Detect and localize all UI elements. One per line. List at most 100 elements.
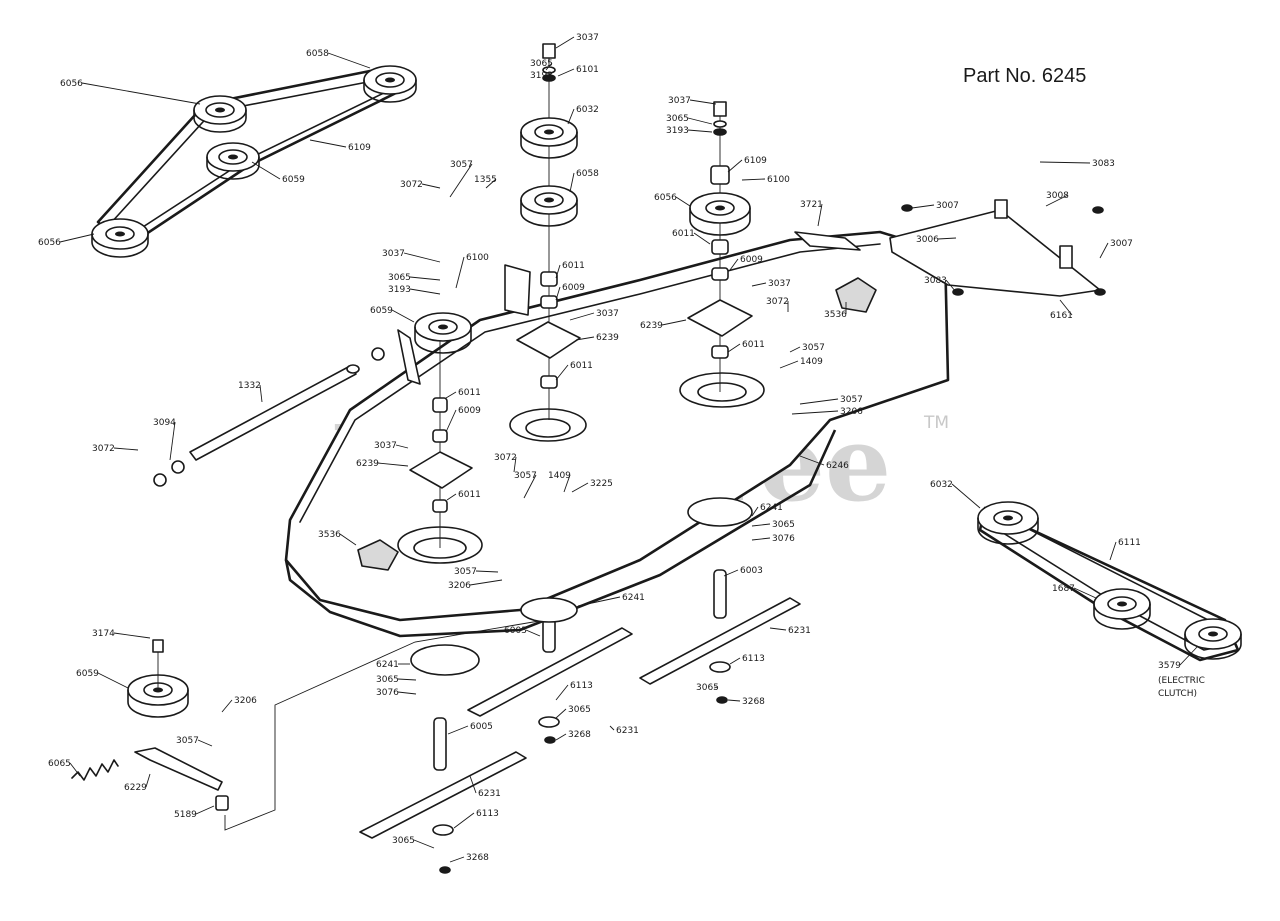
callout-6056: 6056 [38, 238, 61, 248]
callout-6005: 6005 [470, 722, 493, 732]
callout-3065: 3065 [388, 273, 411, 283]
callout-leader [937, 237, 957, 240]
callout-3006: 3006 [916, 235, 939, 245]
callout-3094: 3094 [153, 418, 176, 428]
callout-6231: 6231 [616, 726, 639, 736]
callout-3536: 3536 [318, 530, 341, 540]
callout-6058: 6058 [576, 169, 599, 179]
callout-6100: 6100 [466, 253, 489, 263]
deck-housing-6246 [284, 230, 950, 638]
callout-leader [713, 686, 719, 689]
callout-leader [409, 276, 441, 281]
callout-6239: 6239 [596, 333, 619, 343]
callout-leader [251, 161, 281, 180]
callout-3037: 3037 [382, 249, 405, 259]
callout-leader [1045, 194, 1069, 207]
callout-leader [577, 596, 621, 607]
callout-3065: 3065 [696, 683, 719, 693]
callout-3083: 3083 [924, 276, 947, 286]
callout-leader [403, 252, 441, 263]
callout-leader [221, 699, 233, 713]
callout-leader [555, 364, 569, 381]
callout-leader [1059, 299, 1073, 316]
decal-3536-left [357, 539, 399, 571]
callout-6241: 6241 [622, 593, 645, 603]
blade-6231-right [639, 597, 801, 685]
bearing-housing-6239-right [687, 299, 753, 337]
callout-leader [81, 82, 201, 105]
callout-leader [59, 233, 95, 243]
pulley-6032 [520, 117, 578, 159]
callout-leader [145, 773, 151, 788]
callout-6009: 6009 [458, 406, 481, 416]
watermark-trademark: TM [923, 413, 949, 433]
callout-leader [693, 232, 711, 245]
callout-6113: 6113 [476, 809, 499, 819]
center-spindle-stack [516, 43, 581, 420]
callout-leader [397, 691, 417, 695]
pulley-6032-clutch [977, 501, 1039, 545]
callout-leader [377, 462, 409, 467]
callout-leader [789, 346, 801, 353]
callout-6113: 6113 [570, 681, 593, 691]
callout-leader [751, 506, 759, 517]
callout-leader [911, 204, 935, 209]
spring-6065 [71, 759, 119, 781]
pulley-6059-mid [206, 142, 260, 180]
callout-3225: 3225 [590, 479, 613, 489]
callout-leader [723, 569, 739, 577]
electric-clutch-note: (ELECTRIC [1158, 676, 1205, 686]
callout-6231: 6231 [478, 789, 501, 799]
callout-leader [409, 288, 441, 295]
callout-1355: 1355 [474, 175, 497, 185]
callout-6059: 6059 [370, 306, 393, 316]
electric-clutch-note: CLUTCH) [1158, 689, 1197, 699]
callout-leader [421, 183, 441, 189]
callout-6231: 6231 [788, 626, 811, 636]
callout-leader [446, 493, 457, 501]
callout-leader [569, 312, 595, 321]
callout-labels: 3037306531936101603260586011600930376239… [38, 33, 1205, 863]
callout-leader [449, 856, 465, 863]
callout-1409: 1409 [548, 471, 571, 481]
callout-6229: 6229 [124, 783, 147, 793]
callout-leader [567, 108, 575, 125]
callout-6100: 6100 [767, 175, 790, 185]
callout-3065: 3065 [772, 520, 795, 530]
callout-6111: 6111 [1118, 538, 1141, 548]
spindle-hole-center [509, 408, 587, 442]
callout-leader [727, 343, 741, 353]
callout-3076: 3076 [772, 534, 795, 544]
callout-6032: 6032 [930, 480, 953, 490]
callout-leader [97, 672, 129, 689]
callout-3037: 3037 [668, 96, 691, 106]
callout-leader [727, 699, 741, 702]
pulley-6056-right [689, 192, 751, 236]
callout-6109: 6109 [348, 143, 371, 153]
callout-leader [397, 678, 417, 681]
callout-leader [545, 74, 553, 79]
callout-leader [609, 725, 615, 731]
callout-3193: 3193 [530, 71, 553, 81]
deck-bracket-3721 [794, 231, 861, 251]
pulley-6056-lower [91, 218, 149, 258]
callout-1687: 1687 [1052, 584, 1075, 594]
callout-6003: 6003 [740, 566, 763, 576]
callout-3072: 3072 [494, 453, 517, 463]
callout-leader [1179, 645, 1199, 666]
callout-leader [327, 52, 371, 69]
callout-leader [555, 684, 569, 701]
callout-leader [1039, 161, 1091, 164]
callout-leader [799, 455, 825, 466]
bearing-housing-6239-left [409, 451, 473, 489]
callout-3206: 3206 [234, 696, 257, 706]
callout-leader [525, 629, 541, 637]
top-left-belt-assembly [91, 65, 417, 258]
callout-leader [661, 319, 687, 326]
callout-leader [545, 62, 553, 71]
callout-leader [195, 805, 215, 815]
plate-6241-right [687, 497, 753, 527]
callout-3065: 3065 [392, 836, 415, 846]
right-spindle-stack [687, 101, 753, 392]
